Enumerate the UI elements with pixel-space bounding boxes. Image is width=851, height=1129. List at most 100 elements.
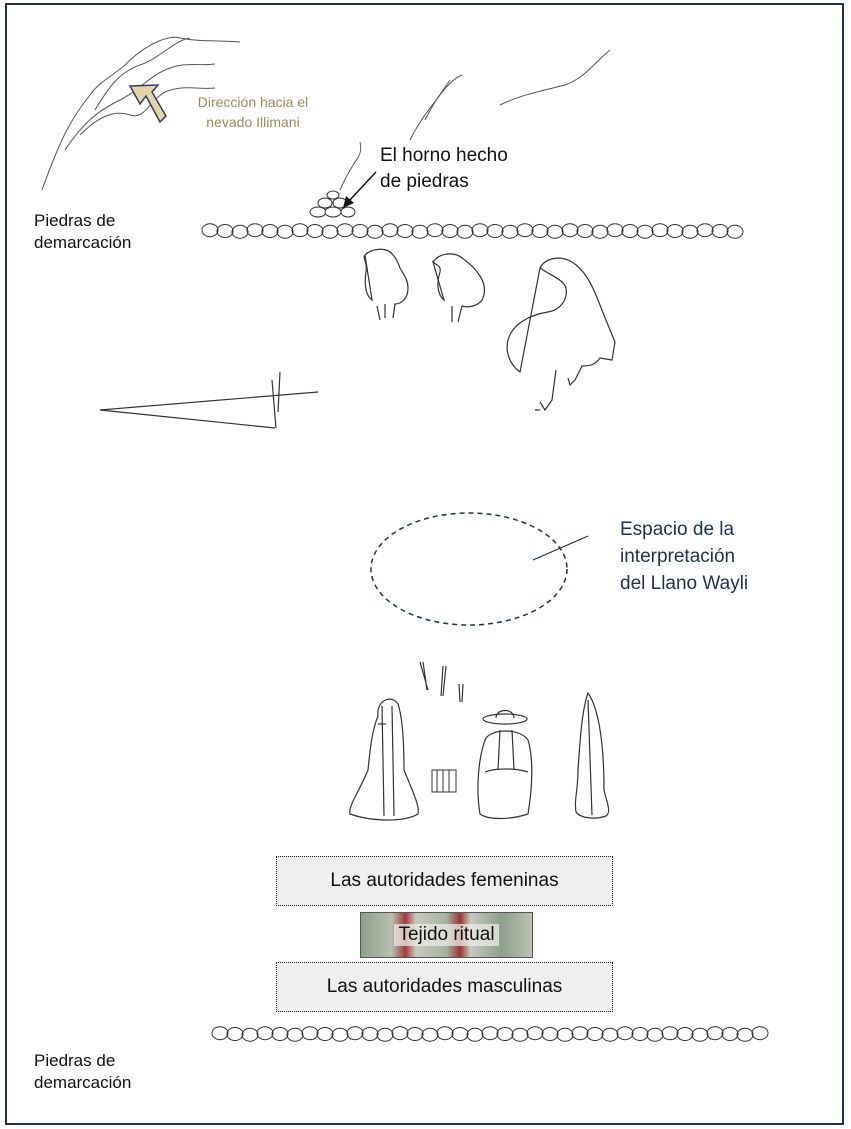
stone <box>286 1027 304 1042</box>
stone <box>636 224 654 239</box>
male-authorities-box: Las autoridades masculinas <box>276 962 613 1012</box>
stone <box>606 223 624 238</box>
stone <box>261 224 279 238</box>
stone <box>646 1027 664 1042</box>
stone <box>216 224 234 238</box>
stone <box>676 1027 694 1041</box>
ritual-weaving-label: Tejido ritual <box>394 924 499 946</box>
performance-space-ellipse <box>370 512 589 626</box>
stone <box>516 223 534 238</box>
stone <box>411 224 429 239</box>
stone <box>276 224 294 239</box>
direction-label-line1: Dirección hacia el <box>197 94 309 110</box>
stone <box>531 224 549 238</box>
stones-top-label: Piedras de demarcación <box>34 210 131 254</box>
stone <box>651 223 669 238</box>
stone <box>736 1027 754 1042</box>
stone-row-bottom <box>211 1026 769 1042</box>
stone <box>711 224 729 238</box>
stone <box>321 224 339 239</box>
direction-label: Dirección hacia el nevado Illimani <box>168 92 338 132</box>
stone <box>351 224 369 238</box>
wrapped-bundle-sketch <box>574 691 610 819</box>
stone <box>366 224 384 239</box>
oven-label: El horno hecho de piedras <box>380 143 508 195</box>
llama-sketch <box>363 248 409 321</box>
stone <box>381 223 399 238</box>
female-authorities-label: Las autoridades femeninas <box>330 870 559 891</box>
stone <box>726 224 744 239</box>
stone <box>316 1027 334 1041</box>
stone <box>706 1026 724 1041</box>
stone <box>421 1027 439 1042</box>
stone <box>436 1026 454 1041</box>
stone <box>346 1026 364 1041</box>
stone <box>291 223 309 238</box>
stone <box>546 224 564 239</box>
stone <box>226 1027 244 1041</box>
stone <box>591 224 609 239</box>
stone <box>501 224 519 239</box>
stone <box>396 224 414 238</box>
female-authorities-box: Las autoridades femeninas <box>276 856 613 906</box>
bundle-sketch <box>431 769 457 793</box>
stone <box>331 1027 349 1042</box>
stone <box>541 1027 559 1041</box>
stone <box>571 1026 589 1041</box>
stone <box>691 1027 709 1042</box>
space-label-line3: del Llano Wayli <box>620 573 749 594</box>
stone <box>406 1027 424 1041</box>
stone <box>441 224 459 238</box>
stone <box>211 1026 229 1041</box>
stone-row-top <box>201 223 744 239</box>
ritual-weaving-box: Tejido ritual <box>360 912 533 958</box>
stone <box>556 1027 574 1042</box>
llama-sketch <box>506 257 616 412</box>
stone <box>601 1027 619 1042</box>
stone <box>661 1026 679 1041</box>
stone <box>481 1026 499 1041</box>
stone <box>621 224 639 238</box>
stone <box>471 223 489 238</box>
space-label-line1: Espacio de la <box>620 519 735 540</box>
stones-top-label-line2: demarcación <box>34 233 132 252</box>
stone <box>256 1026 274 1041</box>
stones-bottom-label-line1: Piedras de <box>34 1051 116 1070</box>
oven-label-line2: de piedras <box>380 171 469 192</box>
stone <box>616 1026 634 1041</box>
stone <box>336 223 354 238</box>
stone <box>361 1027 379 1041</box>
stone <box>301 1026 319 1041</box>
stone <box>486 224 504 238</box>
stone <box>586 1027 604 1041</box>
space-label-line2: interpretación <box>620 546 736 567</box>
mountain-sketch <box>41 36 611 191</box>
stone <box>696 223 714 238</box>
space-label: Espacio de la interpretación del Llano W… <box>620 516 748 597</box>
stone <box>666 224 684 238</box>
oven-arrow-icon <box>343 171 377 208</box>
woman-figure <box>349 698 419 821</box>
stone <box>631 1027 649 1041</box>
stone <box>721 1027 739 1041</box>
stone <box>751 1026 769 1041</box>
stone <box>201 223 219 238</box>
stone <box>246 223 264 238</box>
male-authorities-label: Las autoridades masculinas <box>326 976 563 997</box>
stones-bottom-label: Piedras de demarcación <box>34 1050 131 1094</box>
stone <box>576 224 594 238</box>
stone <box>681 224 699 239</box>
stone <box>466 1027 484 1042</box>
direction-label-line2: nevado Illimani <box>206 114 300 130</box>
stones-bottom-label-line2: demarcación <box>34 1073 132 1092</box>
stone <box>526 1026 544 1041</box>
direction-arrow-icon <box>128 84 167 124</box>
stone <box>376 1027 394 1042</box>
oven-label-line1: El horno hecho <box>380 145 508 166</box>
stone <box>561 223 579 238</box>
diagram-frame <box>5 3 844 1125</box>
stone <box>271 1027 289 1041</box>
oven-stones <box>309 190 356 218</box>
stone <box>496 1027 514 1041</box>
